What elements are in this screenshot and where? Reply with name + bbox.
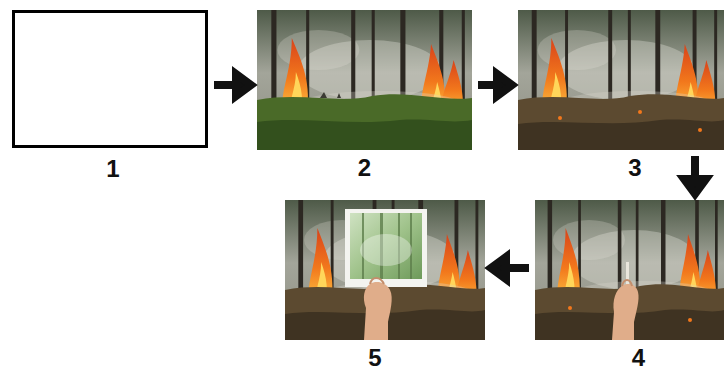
image-panel: 1 [12, 10, 208, 148]
step-number: 4 [632, 346, 645, 370]
flow-arrow [684, 156, 706, 194]
flow-arrow [491, 257, 529, 279]
image-panel: 5 [285, 200, 485, 340]
image-panel: 2 [257, 10, 472, 150]
step-number: 3 [628, 156, 641, 180]
step-number: 5 [368, 346, 381, 370]
step-number: 1 [106, 157, 119, 181]
step-number: 2 [358, 156, 371, 180]
image-panel: 4 [535, 200, 724, 340]
flow-arrow [478, 74, 512, 96]
flow-arrow [214, 74, 251, 96]
image-panel: 3 [518, 10, 724, 150]
